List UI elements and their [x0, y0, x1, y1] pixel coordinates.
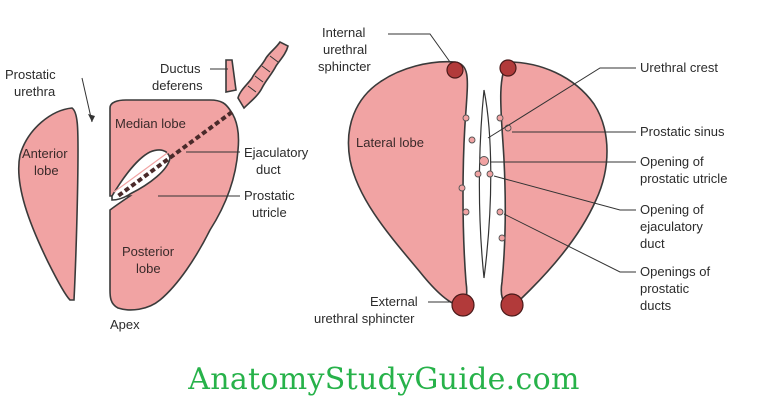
label-internal-sphincter-2: urethral: [323, 42, 367, 57]
left-figure-sagittal-section: Prostatic urethra Ductus deferens Anteri…: [5, 40, 309, 332]
label-opening-ejaculatory: Opening of: [640, 202, 704, 217]
label-prostatic-sinus: Prostatic sinus: [640, 124, 725, 139]
label-ejaculatory-duct: Ejaculatory: [244, 145, 309, 160]
label-anterior-lobe-2: lobe: [34, 163, 59, 178]
label-openings-ducts-2: prostatic: [640, 281, 690, 296]
opening-prostatic-utricle: [479, 156, 489, 166]
watermark-text: AnatomyStudyGuide.com: [188, 362, 580, 397]
label-ejaculatory-duct-2: duct: [256, 162, 281, 177]
opening-ejaculatory-duct-left: [474, 170, 482, 178]
lateral-lobe-left-shape: [347, 60, 469, 307]
label-opening-ejaculatory-2: ejaculatory: [640, 219, 703, 234]
label-internal-sphincter: Internal: [322, 25, 365, 40]
urethral-crest-shape: [478, 89, 492, 279]
opening-ejaculatory-duct-right: [486, 170, 494, 178]
label-openings-ducts: Openings of: [640, 264, 710, 279]
label-ductus-deferens-2: deferens: [152, 78, 203, 93]
label-external-sphincter-2: urethral sphincter: [314, 311, 415, 326]
internal-sphincter-left: [446, 61, 464, 79]
label-urethral-crest: Urethral crest: [640, 60, 718, 75]
prostatic-duct-openings: [458, 114, 512, 242]
label-anterior-lobe: Anterior: [22, 146, 68, 161]
label-opening-utricle-2: prostatic utricle: [640, 171, 727, 186]
label-opening-ejaculatory-3: duct: [640, 236, 665, 251]
label-opening-utricle: Opening of: [640, 154, 704, 169]
right-figure-coronal-section: Internal urethral sphincter Lateral lobe…: [314, 25, 727, 326]
anterior-lobe-shape: [17, 107, 79, 301]
label-prostatic-urethra: Prostatic: [5, 67, 56, 82]
label-ductus-deferens: Ductus: [160, 61, 201, 76]
external-sphincter-left: [451, 293, 475, 317]
label-internal-sphincter-3: sphincter: [318, 59, 371, 74]
external-sphincter-right: [500, 293, 524, 317]
label-apex: Apex: [110, 317, 140, 332]
label-prostatic-utricle: Prostatic: [244, 188, 295, 203]
label-openings-ducts-3: ducts: [640, 298, 672, 313]
label-prostatic-utricle-2: utricle: [252, 205, 287, 220]
label-prostatic-urethra-2: urethra: [14, 84, 56, 99]
label-posterior-lobe-2: lobe: [136, 261, 161, 276]
label-posterior-lobe: Posterior: [122, 244, 175, 259]
label-lateral-lobe: Lateral lobe: [356, 135, 424, 150]
label-external-sphincter: External: [370, 294, 418, 309]
lateral-lobe-right-shape: [499, 61, 608, 307]
ductus-deferens-shape: [225, 40, 289, 110]
label-median-lobe: Median lobe: [115, 116, 186, 131]
internal-sphincter-right: [499, 59, 517, 77]
median-posterior-lobe-shape: [109, 99, 240, 311]
